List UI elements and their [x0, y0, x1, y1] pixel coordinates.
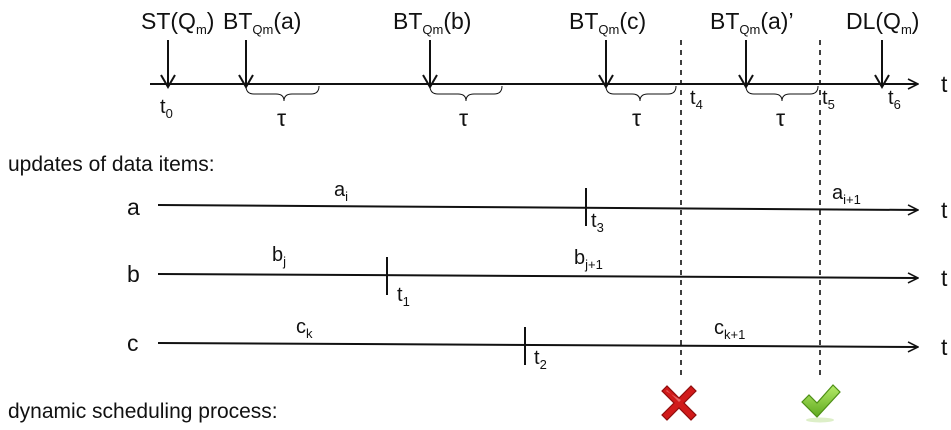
update-row-b: b t t1 bj bj+1	[127, 244, 948, 309]
event-label-bt-a-prime: BTQm(a)’	[710, 8, 794, 37]
row-b-axis-label: t	[941, 265, 948, 291]
scheduling-section-title: dynamic scheduling process:	[8, 400, 278, 423]
tau-brace-4	[745, 85, 819, 102]
row-a-timeline	[157, 204, 918, 210]
row-name-c: c	[127, 330, 139, 356]
row-c-update-mark: t2	[534, 347, 547, 372]
tau-brace-1	[245, 85, 320, 102]
update-row-c: c t t2 ck ck+1	[127, 316, 948, 372]
tau-brace-2	[429, 85, 503, 102]
time-mark-t4: t4	[690, 87, 703, 112]
tau-brace-3	[605, 85, 677, 102]
event-arrow-bt-c	[598, 40, 614, 89]
row-c-axis-label: t	[941, 334, 948, 360]
event-arrow-bt-b	[422, 40, 438, 89]
time-mark-t5: t5	[822, 87, 835, 112]
row-a-value-before: ai	[334, 179, 348, 204]
tau-label-4: τ	[776, 105, 785, 131]
row-b-update-mark: t1	[397, 284, 410, 309]
updates-section-title: updates of data items:	[8, 153, 215, 176]
event-arrow-dl	[874, 40, 890, 89]
row-a-update-mark: t3	[591, 210, 604, 235]
event-arrows	[160, 40, 890, 89]
row-b-value-after: bj+1	[574, 247, 603, 272]
row-b-value-before: bj	[272, 244, 286, 269]
time-mark-t0: t0	[160, 96, 173, 121]
red-cross-icon	[661, 385, 697, 421]
event-arrow-st	[160, 40, 176, 89]
time-mark-t6: t6	[888, 87, 901, 112]
row-b-timeline	[157, 274, 918, 278]
event-label-bt-b: BTQm(b)	[393, 8, 471, 37]
row-name-a: a	[127, 194, 140, 220]
event-arrow-bt-a	[238, 40, 254, 89]
tau-braces	[245, 85, 819, 102]
update-row-a: a t t3 ai ai+1	[127, 179, 948, 235]
row-c-timeline	[157, 343, 918, 347]
tau-label-3: τ	[632, 105, 641, 131]
event-arrow-bt-a-prime	[738, 40, 754, 89]
row-c-value-before: ck	[296, 316, 313, 341]
row-a-axis-label: t	[941, 197, 948, 223]
event-label-st: ST(Qm)	[141, 8, 214, 37]
row-name-b: b	[127, 261, 140, 287]
row-a-value-after: ai+1	[832, 182, 861, 207]
green-check-icon	[801, 384, 841, 423]
row-c-value-after: ck+1	[714, 317, 745, 342]
top-axis-label: t	[941, 71, 948, 97]
event-label-bt-c: BTQm(c)	[569, 8, 646, 37]
event-label-dl: DL(Qm)	[846, 8, 919, 37]
tau-label-2: τ	[459, 105, 468, 131]
tau-label-1: τ	[277, 105, 286, 131]
top-timeline: t ST(Qm) BTQm(a) BTQm(b) BTQm(c) BTQm(a)…	[141, 8, 948, 131]
event-label-bt-a: BTQm(a)	[223, 8, 301, 37]
